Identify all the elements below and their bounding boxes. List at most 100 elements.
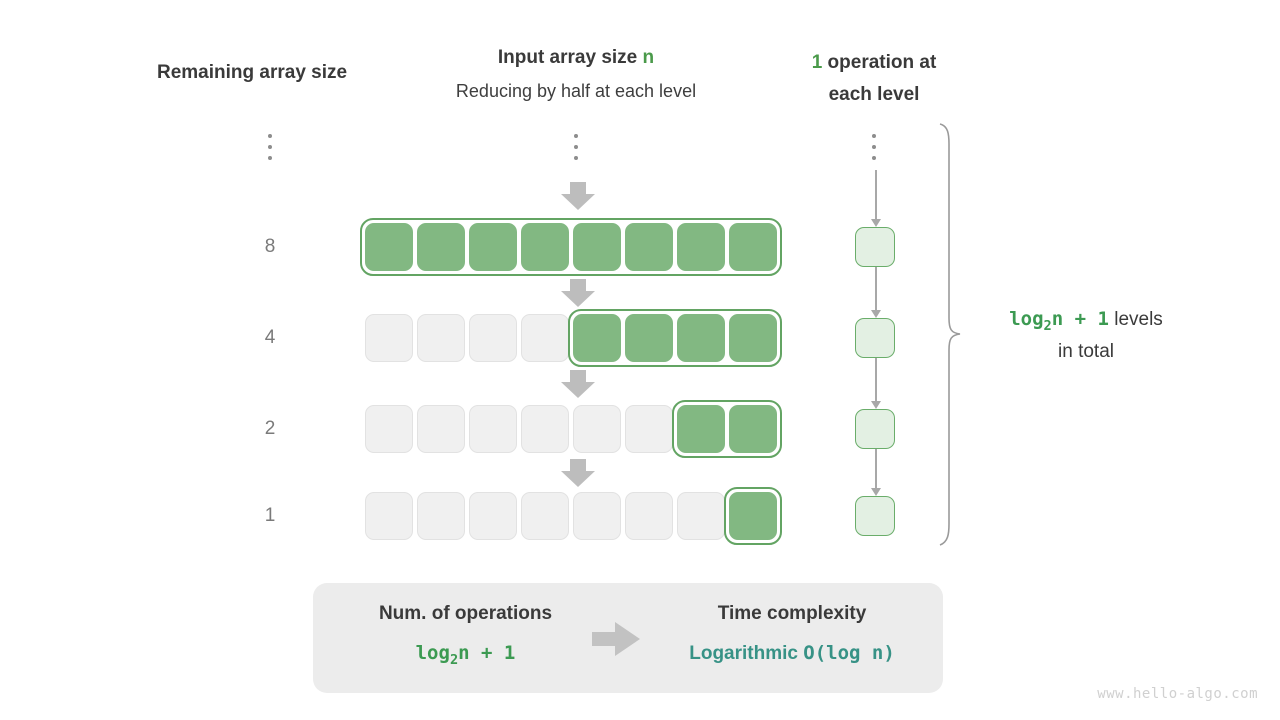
halving-arrow-1 <box>561 279 595 307</box>
array-cell-inactive <box>365 314 413 362</box>
size-label-level-0: 8 <box>264 236 276 257</box>
operation-connector-line <box>875 449 877 489</box>
active-subarray-outline <box>360 218 782 276</box>
array-cell-inactive <box>625 492 673 540</box>
dot <box>268 145 272 149</box>
operation-connector-arrowhead <box>870 219 881 227</box>
header-operation-line2: each level <box>828 84 920 106</box>
operation-connector-line <box>875 358 877 402</box>
summary-complexity-bigo: O(log n) <box>803 642 895 664</box>
halving-arrow-3 <box>561 459 595 487</box>
halving-arrow-0 <box>561 182 595 210</box>
dot <box>872 156 876 160</box>
levels-total-annotation: log2n + 1 levels in total <box>976 305 1196 366</box>
array-cell-inactive <box>469 314 517 362</box>
array-cell-active <box>677 405 725 453</box>
active-subarray-outline <box>568 309 782 367</box>
arrow-head <box>561 194 595 210</box>
ellipsis-dots-right <box>872 134 878 167</box>
header-operations-per-level: 1 operation at each level <box>759 47 989 112</box>
header-input-array-size-var: n <box>642 47 655 68</box>
array-cell-active <box>469 223 517 271</box>
size-label-level-2: 2 <box>264 418 276 439</box>
header-input-array-size-text: Input array size <box>497 47 643 68</box>
header-operation-count: 1 <box>811 52 823 73</box>
array-row-level-3 <box>365 487 782 545</box>
array-cell-inactive <box>521 492 569 540</box>
array-cell-active <box>365 223 413 271</box>
array-cell-inactive <box>573 492 621 540</box>
levels-brace <box>939 123 961 546</box>
summary-complexity-value: Logarithmic O(log n) <box>678 642 906 665</box>
watermark: www.hello-algo.com <box>1097 686 1258 702</box>
dot <box>268 156 272 160</box>
active-subarray-outline <box>672 400 782 458</box>
summary-complexity-title: Time complexity <box>717 603 867 624</box>
levels-label-tail: levels <box>1108 309 1163 330</box>
arrow-shaft <box>592 632 616 646</box>
operation-connector-arrowhead <box>870 488 881 496</box>
array-cell-inactive <box>469 405 517 453</box>
array-row-level-2 <box>365 400 782 458</box>
operation-cell-level-1 <box>855 318 895 358</box>
array-cell-inactive <box>417 492 465 540</box>
array-cell-inactive <box>469 492 517 540</box>
size-label-level-1: 4 <box>264 327 276 348</box>
array-cell-inactive <box>417 405 465 453</box>
arrow-shaft <box>570 279 586 292</box>
operation-cell-level-3 <box>855 496 895 536</box>
arrow-head <box>615 622 640 656</box>
header-remaining-array-size: Remaining array size <box>157 62 348 83</box>
arrow-shaft <box>570 370 586 383</box>
dot <box>574 134 578 138</box>
arrow-head <box>561 291 595 307</box>
dot <box>872 145 876 149</box>
operation-cell-level-0 <box>855 227 895 267</box>
summary-complexity-column: Time complexity Logarithmic O(log n) <box>678 603 906 665</box>
array-cell-inactive <box>521 405 569 453</box>
dot <box>268 134 272 138</box>
summary-operations-value: log2n + 1 <box>353 642 578 668</box>
ellipsis-dots-center <box>574 134 580 167</box>
array-row-level-0 <box>360 218 782 276</box>
summary-complexity-word: Logarithmic <box>689 643 798 664</box>
arrow-shaft <box>570 182 586 195</box>
operation-connector-line <box>875 170 877 220</box>
array-cell-active <box>417 223 465 271</box>
array-cell-active <box>573 314 621 362</box>
levels-label-line2: in total <box>1058 341 1114 362</box>
summary-operations-formula: log2n + 1 <box>415 642 516 668</box>
array-cell-active <box>521 223 569 271</box>
array-cell-inactive <box>521 314 569 362</box>
array-cell-inactive <box>365 492 413 540</box>
array-row-level-1 <box>365 309 782 367</box>
ellipsis-dots-left <box>268 134 274 167</box>
array-cell-active <box>625 223 673 271</box>
operation-connector-line <box>875 267 877 311</box>
header-input-array-size: Input array size n <box>498 47 654 69</box>
arrow-head <box>561 471 595 487</box>
summary-implies-arrow <box>592 622 640 656</box>
dot <box>574 145 578 149</box>
summary-operations-title: Num. of operations <box>378 603 553 624</box>
active-subarray-outline <box>724 487 782 545</box>
header-input-array-size-subtitle: Reducing by half at each level <box>455 81 697 101</box>
array-cell-inactive <box>417 314 465 362</box>
array-cell-inactive <box>365 405 413 453</box>
size-label-level-3: 1 <box>264 505 276 526</box>
levels-formula: log2n + 1 <box>1009 308 1109 334</box>
operation-connector-arrowhead <box>870 310 881 318</box>
array-cell-active <box>625 314 673 362</box>
arrow-shaft <box>570 459 586 472</box>
array-cell-inactive <box>677 492 725 540</box>
halving-arrow-2 <box>561 370 595 398</box>
summary-operations-column: Num. of operations log2n + 1 <box>353 603 578 668</box>
operation-connector-arrowhead <box>870 401 881 409</box>
array-cell-active <box>677 223 725 271</box>
operation-cell-level-2 <box>855 409 895 449</box>
dot <box>872 134 876 138</box>
array-cell-inactive <box>625 405 673 453</box>
array-cell-inactive <box>573 405 621 453</box>
array-cell-active <box>573 223 621 271</box>
